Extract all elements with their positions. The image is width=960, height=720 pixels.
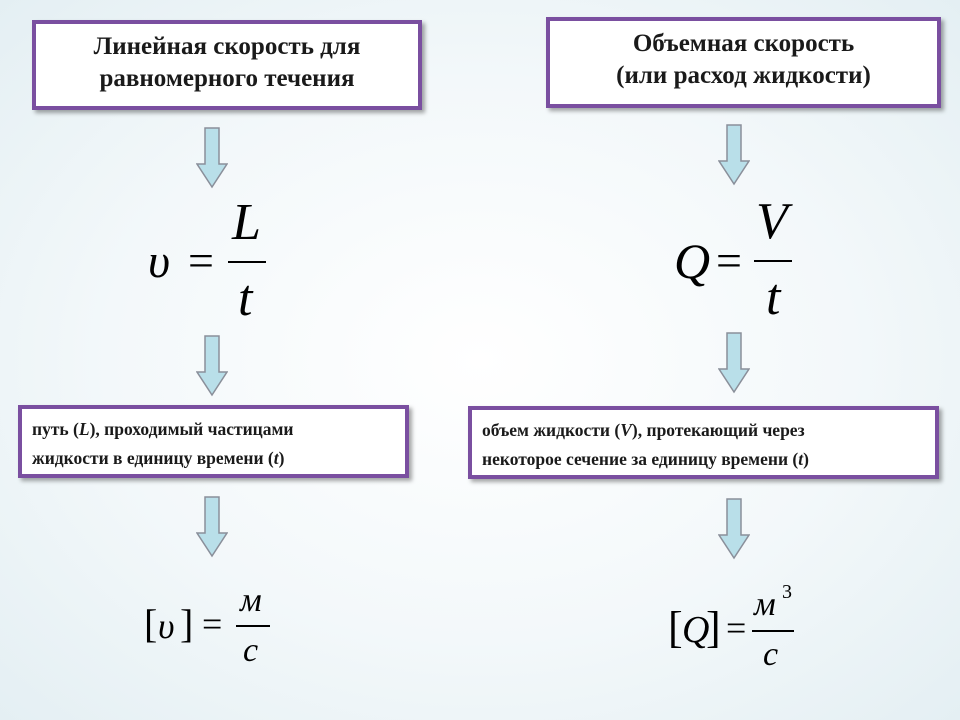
volumetric-velocity-unit-formula: [ Q ] = м 3 с: [664, 580, 814, 680]
flow-rate-symbol: Q: [674, 233, 711, 289]
description-line2: некоторое сечение за единицу времени (t): [482, 449, 809, 469]
open-bracket: [: [668, 603, 683, 652]
volumetric-velocity-title-line2: (или расход жидкости): [616, 62, 871, 89]
arrow-down-icon: [196, 335, 228, 397]
velocity-symbol: υ: [148, 235, 171, 288]
fraction-bar: [752, 630, 794, 632]
arrow-down-icon: [196, 127, 228, 189]
volumetric-velocity-description-box: объем жидкости (V), протекающий через не…: [468, 406, 939, 479]
linear-velocity-title-line1: Линейная скорость для: [93, 33, 361, 60]
velocity-symbol: υ: [158, 606, 175, 646]
fraction-bar: [236, 625, 270, 627]
open-bracket: [: [144, 601, 158, 646]
arrow-down-icon: [196, 496, 228, 558]
close-bracket: ]: [706, 603, 721, 652]
volumetric-velocity-title-box: Объемная скорость (или расход жидкости): [546, 17, 941, 108]
linear-velocity-formula: υ = L t: [140, 195, 280, 325]
description-line2: жидкости в единицу времени (t): [32, 448, 285, 468]
denominator-time: t: [238, 270, 253, 327]
equals-sign: =: [188, 235, 214, 286]
equals-sign: =: [202, 604, 223, 644]
arrow-down-icon: [718, 498, 750, 560]
fraction-bar: [228, 261, 266, 263]
numerator-volume: V: [756, 193, 788, 250]
volumetric-velocity-formula: Q = V t: [670, 192, 810, 326]
equals-sign: =: [716, 235, 742, 286]
linear-velocity-title-line2: равномерного течения: [99, 65, 355, 92]
unit-numerator-meter: м: [240, 582, 262, 619]
unit-denominator-second: с: [763, 636, 779, 673]
close-bracket: ]: [180, 601, 194, 646]
numerator-length: L: [232, 194, 261, 251]
arrow-down-icon: [718, 124, 750, 186]
arrow-down-icon: [718, 332, 750, 394]
equals-sign: =: [726, 608, 747, 648]
unit-numerator-meter: м: [754, 586, 776, 623]
linear-velocity-unit-formula: [ υ ] = м с: [140, 580, 280, 680]
fraction-bar: [754, 260, 792, 262]
volumetric-velocity-title-line1: Объемная скорость: [632, 30, 855, 57]
linear-velocity-description-box: путь (L), проходимый частицами жидкости …: [18, 405, 409, 478]
flow-rate-symbol: Q: [682, 609, 710, 651]
linear-velocity-title-box: Линейная скорость для равномерного течен…: [32, 20, 422, 110]
description-line1: объем жидкости (V), протекающий через: [482, 420, 805, 440]
unit-exponent: 3: [782, 581, 792, 603]
denominator-time: t: [766, 269, 781, 326]
unit-denominator-second: с: [243, 632, 259, 669]
description-line1: путь (L), проходимый частицами: [32, 419, 294, 439]
